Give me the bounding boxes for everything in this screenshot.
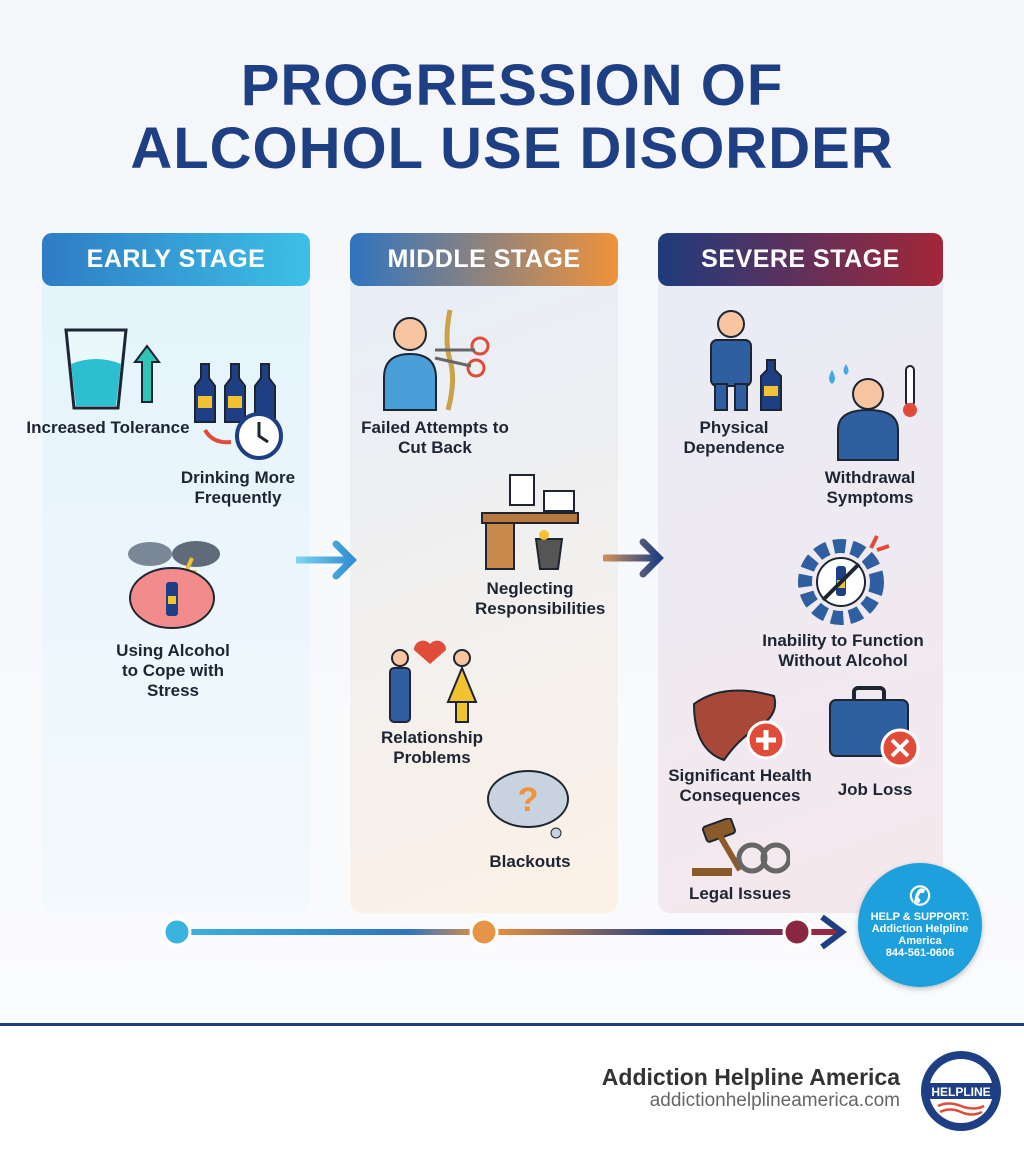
support-line1: HELP & SUPPORT: [870, 911, 970, 923]
briefcase-x-icon [829, 686, 920, 768]
confused-cloud-icon: ? [487, 770, 569, 839]
arrow-right-icon [603, 538, 664, 578]
middle-stage-panel [350, 233, 618, 913]
severe-stage-header: SEVERE STAGE [658, 233, 943, 286]
label-drinking-more-frequently: Drinking More Frequently [180, 468, 296, 507]
gavel-handcuffs-icon [692, 818, 790, 876]
middle-stage-header: MIDDLE STAGE [350, 233, 618, 286]
stressed-brain-icon [128, 541, 220, 629]
arrow-right-icon [296, 540, 357, 580]
label-using-alcohol-to-cope: Using Alcohol to Cope with Stress [116, 641, 230, 700]
footer-divider [0, 1023, 1024, 1026]
timeline-dot-middle [469, 917, 499, 947]
page-title-line1: PROGRESSION OF [240, 53, 784, 118]
svg-text:?: ? [518, 781, 539, 819]
helpline-logo: HELPLINE [921, 1051, 1001, 1131]
withdrawal-shivering-icon [829, 364, 917, 461]
phone-icon: ✆ [909, 881, 931, 911]
timeline-dot-early [162, 917, 192, 947]
label-inability-to-function: Inability to Function Without Alcohol [762, 631, 924, 670]
support-line2: Addiction Helpline [871, 923, 969, 935]
bottles-clock-icon [194, 363, 283, 460]
help-support-badge[interactable]: ✆ HELP & SUPPORT: Addiction Helpline Ame… [858, 863, 982, 987]
support-line3: America [898, 935, 942, 947]
footer-brand: Addiction Helpline America [601, 1064, 900, 1090]
label-health-consequences: Significant Health Consequences [668, 766, 812, 805]
footer-url[interactable]: addictionhelplineamerica.com [649, 1090, 900, 1111]
label-relationship-problems: Relationship Problems [380, 728, 483, 767]
messy-desk-icon [481, 474, 579, 570]
person-chained-bottle-icon [710, 310, 782, 411]
label-job-loss: Job Loss [837, 780, 913, 799]
label-failed-attempts: Failed Attempts to Cut Back [361, 418, 509, 457]
person-cutting-rope-icon [383, 309, 490, 411]
liver-health-icon [692, 689, 786, 762]
timeline-dot-severe [782, 917, 812, 947]
label-neglecting-responsibilities: Neglecting Responsibilities [475, 579, 606, 618]
early-stage-header: EARLY STAGE [42, 233, 310, 286]
label-blackouts: Blackouts [489, 852, 571, 871]
progression-timeline [162, 914, 847, 950]
label-increased-tolerance: Increased Tolerance [26, 418, 190, 437]
page-title-line2: ALCOHOL USE DISORDER [130, 116, 894, 181]
severe-stage-panel [658, 233, 943, 913]
gear-no-alcohol-icon [798, 535, 890, 625]
svg-text:HELPLINE: HELPLINE [931, 1085, 990, 1099]
label-withdrawal-symptoms: Withdrawal Symptoms [824, 468, 916, 507]
glass-rising-arrow-icon [64, 328, 161, 410]
broken-heart-couple-icon [389, 640, 478, 723]
label-legal-issues: Legal Issues [688, 884, 792, 903]
label-physical-dependence: Physical Dependence [683, 418, 785, 457]
support-phone[interactable]: 844-561-0606 [885, 947, 955, 959]
